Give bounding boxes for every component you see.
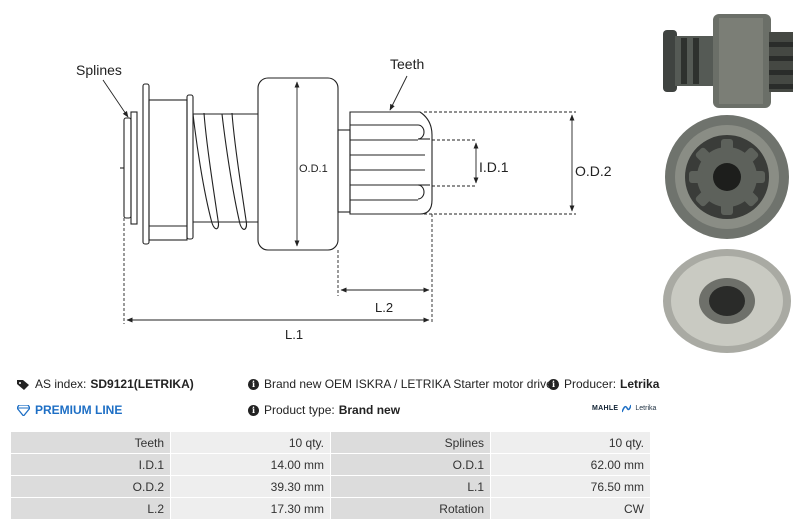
info-icon: i bbox=[248, 378, 259, 390]
clutch-back-photo bbox=[663, 249, 791, 353]
product-info: AS index: SD9121(LETRIKA) PREMIUM LINE i… bbox=[0, 372, 800, 430]
brand-logo: MAHLE Letrika bbox=[592, 404, 656, 413]
as-index: AS index: SD9121(LETRIKA) bbox=[17, 377, 194, 391]
id1-label: I.D.1 bbox=[479, 159, 509, 175]
spec-label: Teeth bbox=[10, 431, 171, 454]
tag-icon bbox=[17, 379, 29, 390]
spec-value: 17.30 mm bbox=[170, 497, 331, 520]
diamond-icon bbox=[17, 404, 30, 416]
table-row: O.D.2 39.30 mm L.1 76.50 mm bbox=[10, 475, 651, 498]
spec-label: Rotation bbox=[330, 497, 491, 520]
info-icon: i bbox=[248, 404, 259, 416]
product-photos bbox=[655, 0, 800, 370]
l2-label: L.2 bbox=[375, 300, 393, 315]
as-index-label: AS index: bbox=[35, 377, 87, 391]
table-row: L.2 17.30 mm Rotation CW bbox=[10, 497, 651, 520]
starter-drive-side-photo bbox=[655, 8, 800, 113]
premium-line-label: PREMIUM LINE bbox=[35, 403, 123, 417]
spec-label: O.D.2 bbox=[10, 475, 171, 498]
producer: i Producer: Letrika bbox=[548, 377, 659, 391]
as-index-value: SD9121(LETRIKA) bbox=[90, 377, 194, 391]
producer-label: Producer: bbox=[564, 377, 617, 391]
letrika-logo-icon bbox=[622, 404, 632, 413]
description-text: Brand new OEM ISKRA / LETRIKA Starter mo… bbox=[264, 377, 553, 391]
spec-label: I.D.1 bbox=[10, 453, 171, 476]
spec-value: CW bbox=[490, 497, 651, 520]
spec-table: Teeth 10 qty. Splines 10 qty. I.D.1 14.0… bbox=[10, 431, 651, 520]
spec-label: O.D.1 bbox=[330, 453, 491, 476]
pinion-teeth-front-photo bbox=[665, 115, 789, 239]
description: i Brand new OEM ISKRA / LETRIKA Starter … bbox=[248, 377, 553, 391]
table-row: Teeth 10 qty. Splines 10 qty. bbox=[10, 431, 651, 454]
spec-value: 10 qty. bbox=[490, 431, 651, 454]
spec-label: L.1 bbox=[330, 475, 491, 498]
spec-value: 39.30 mm bbox=[170, 475, 331, 498]
info-icon: i bbox=[548, 378, 559, 390]
spec-label: L.2 bbox=[10, 497, 171, 520]
l1-label: L.1 bbox=[285, 327, 303, 342]
spec-value: 14.00 mm bbox=[170, 453, 331, 476]
technical-drawing: Splines Teeth O.D.1 I.D.1 O.D.2 L.2 L.1 bbox=[76, 56, 612, 342]
product-type-value: Brand new bbox=[338, 403, 401, 417]
table-row: I.D.1 14.00 mm O.D.1 62.00 mm bbox=[10, 453, 651, 476]
spec-value: 62.00 mm bbox=[490, 453, 651, 476]
od2-label: O.D.2 bbox=[575, 163, 612, 179]
letrika-logo-text: Letrika bbox=[635, 405, 657, 412]
spec-label: Splines bbox=[330, 431, 491, 454]
od1-label: O.D.1 bbox=[299, 163, 328, 175]
teeth-label: Teeth bbox=[390, 56, 424, 72]
product-type: i Product type: Brand new bbox=[248, 403, 400, 417]
premium-line: PREMIUM LINE bbox=[17, 403, 122, 417]
splines-label: Splines bbox=[76, 62, 122, 78]
mahle-logo-text: MAHLE bbox=[592, 405, 619, 412]
product-type-label: Product type: bbox=[264, 403, 335, 417]
spec-value: 76.50 mm bbox=[490, 475, 651, 498]
producer-value: Letrika bbox=[620, 377, 660, 391]
spec-value: 10 qty. bbox=[170, 431, 331, 454]
